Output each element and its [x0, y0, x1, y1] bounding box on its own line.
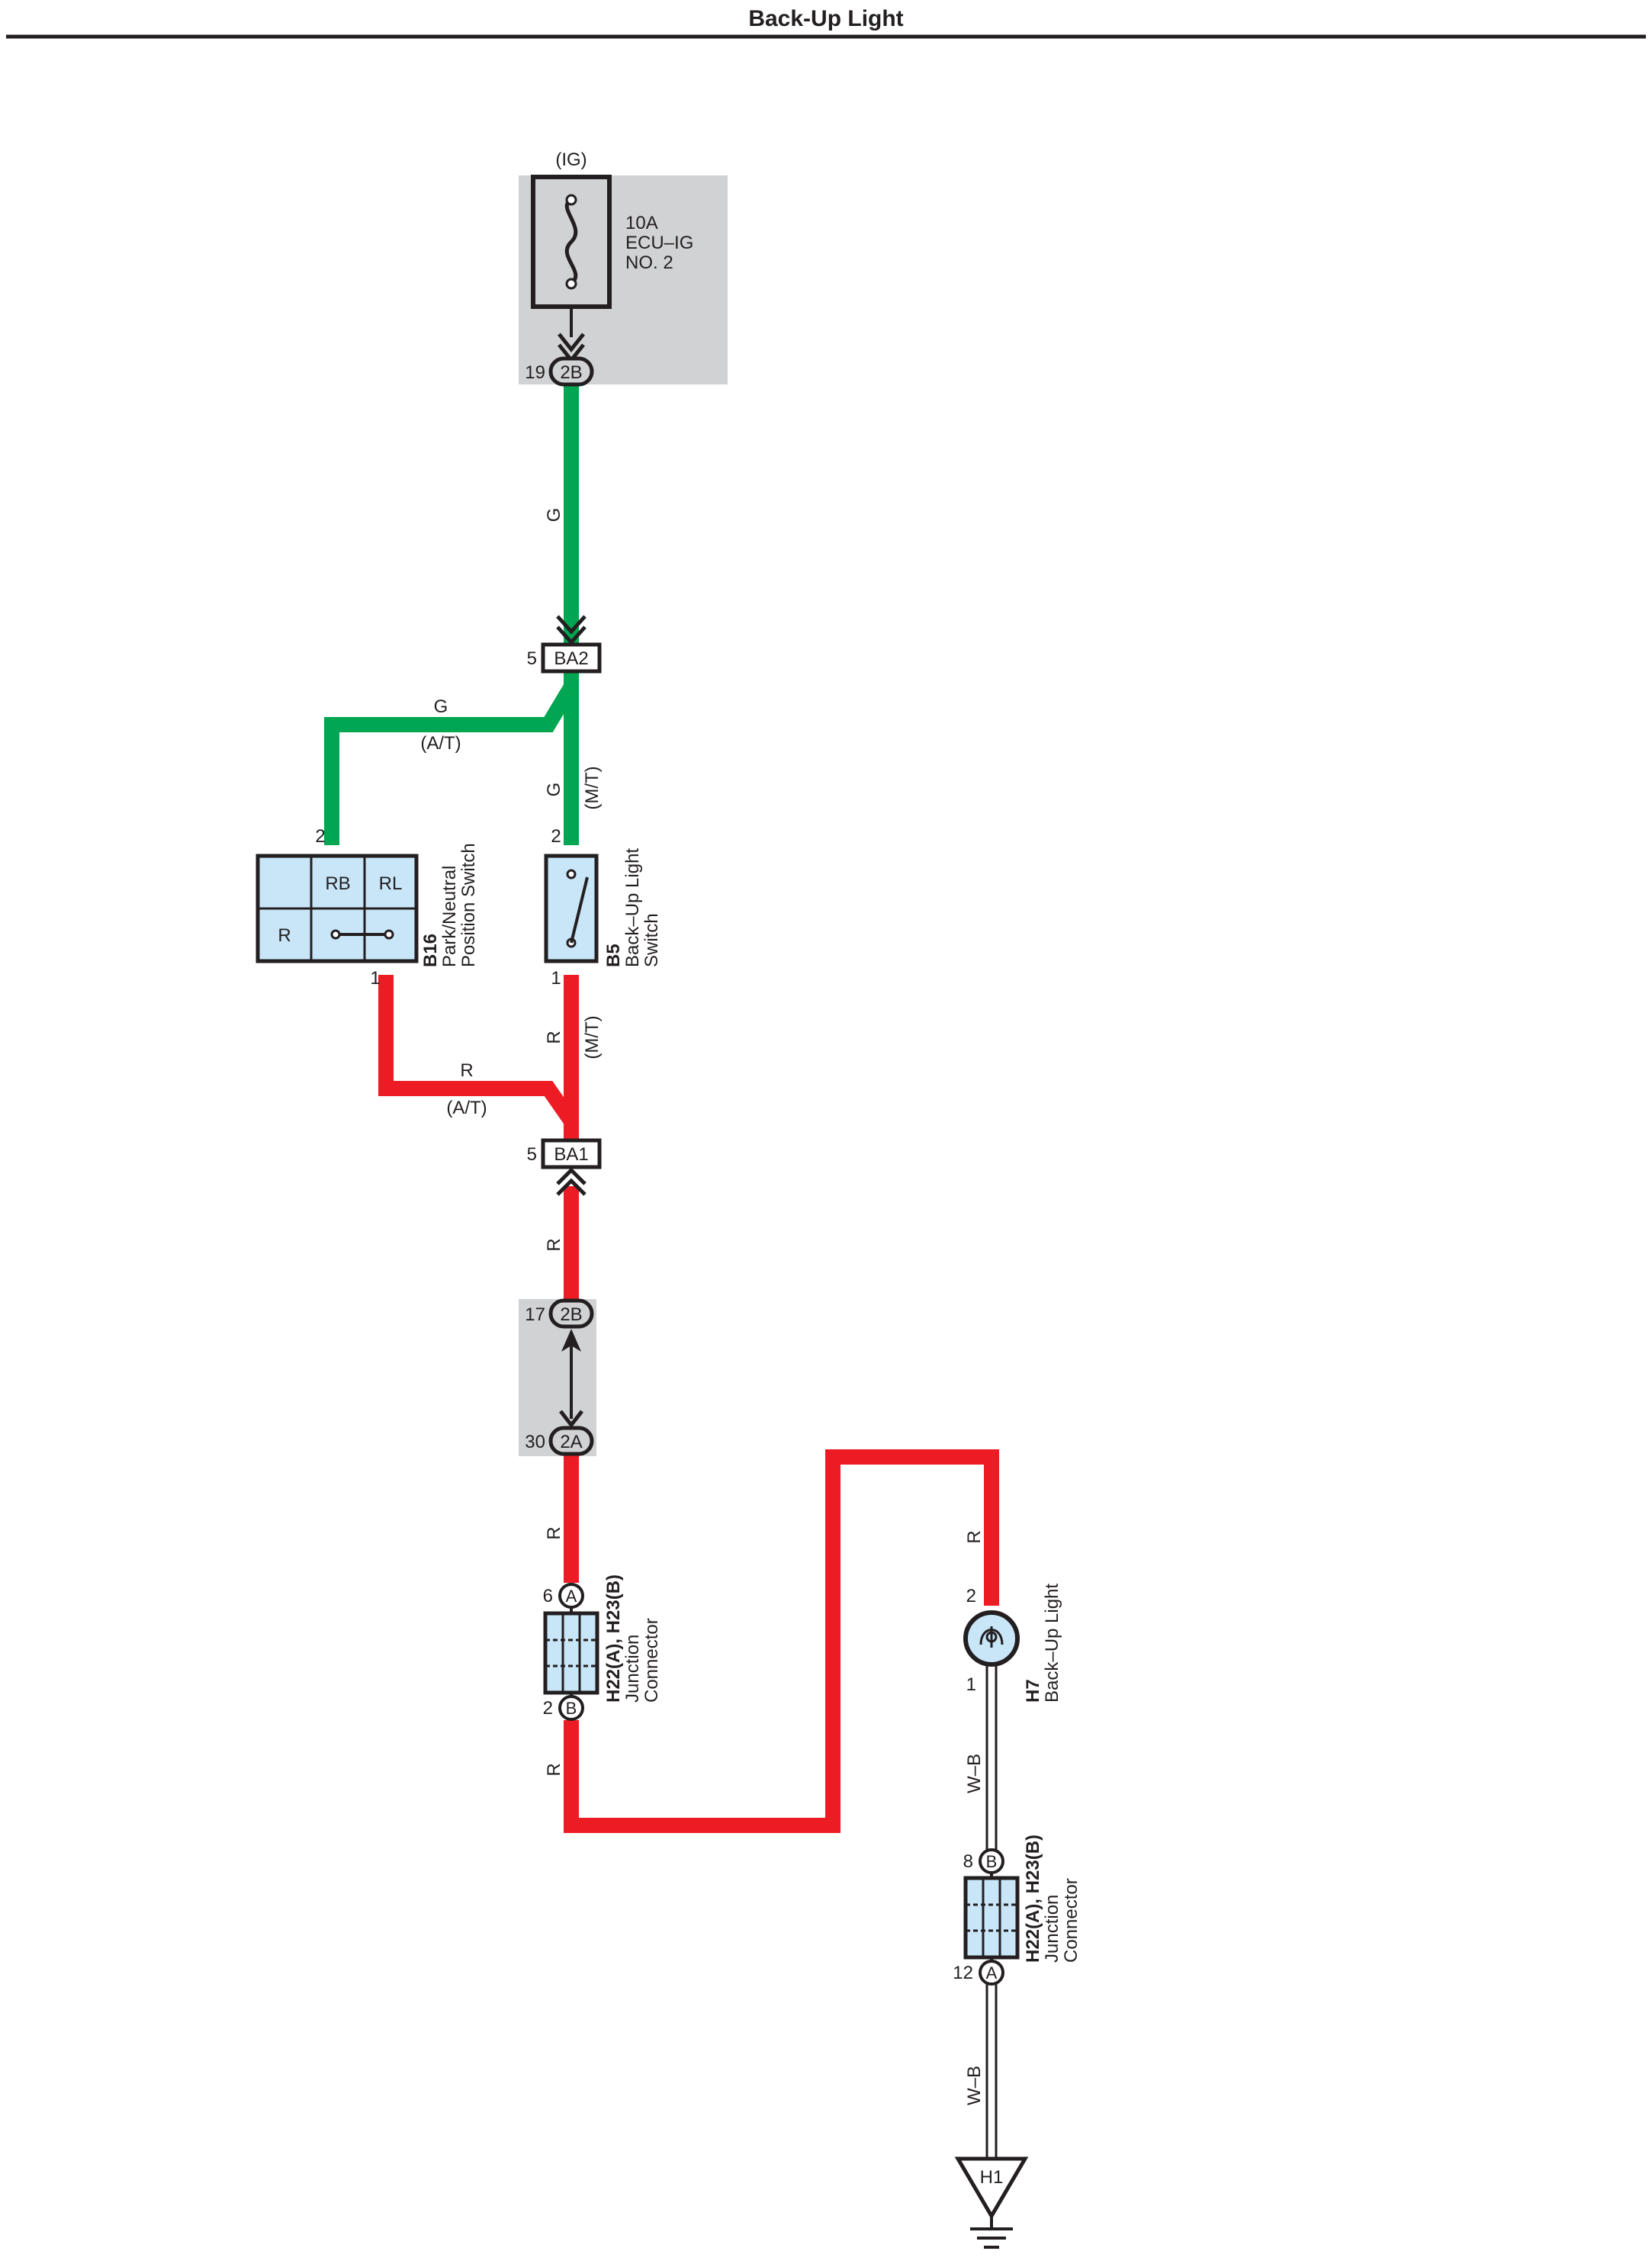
b16-pin-top: 2 — [315, 826, 325, 847]
junction1-top-pin: 6 — [543, 1586, 553, 1606]
fuse-element-icon — [564, 198, 578, 285]
junction1-bottom-letter: B — [566, 1699, 577, 1718]
b5-pin-top: 2 — [551, 826, 561, 847]
b16-name-line2: Position Switch — [458, 843, 479, 967]
ba2-label: BA2 — [554, 648, 588, 669]
wire-label-r-mt: R — [544, 1031, 564, 1044]
junction2-name-line1: Junction — [1042, 1895, 1062, 1963]
wire-label-at-bottom: (A/T) — [446, 1098, 487, 1118]
junction2-box — [963, 1876, 1020, 1960]
arrow-down-icon — [558, 333, 585, 353]
wire-label-g-at: G — [434, 696, 448, 717]
ba1-label: BA1 — [554, 1144, 588, 1165]
jb2-bottom-connector: 2A — [560, 1432, 582, 1452]
junction2-bottom-pin: 12 — [953, 1963, 973, 1983]
junction-connector-2: B 8 A 12 H22(A), H23(B) Junction Connect… — [953, 1835, 1082, 1986]
page-title: Back-Up Light — [748, 6, 903, 31]
connector-ba1: BA1 5 — [527, 1138, 602, 1196]
b5-id: B5 — [603, 944, 624, 967]
junction2-top-letter: B — [986, 1852, 998, 1871]
wire-label-g-main: G — [544, 508, 564, 523]
b5-name-line1: Back–Up Light — [622, 848, 643, 967]
junction1-id: H22(A), H23(B) — [603, 1574, 624, 1703]
ground-h1: H1 — [954, 2156, 1029, 2249]
b5-name-line2: Switch — [641, 913, 662, 967]
arrow-up-icon — [561, 1329, 581, 1352]
arrow-down-icon — [556, 615, 587, 635]
junction1-name-line1: Junction — [622, 1635, 643, 1703]
wire-label-r-jb2: R — [544, 1526, 564, 1539]
h7-pin-top: 2 — [966, 1586, 976, 1606]
wire-label-r-light: R — [964, 1530, 985, 1543]
wire-label-mt-bottom: (M/T) — [582, 1015, 603, 1059]
junction1-top-letter: A — [566, 1587, 577, 1606]
fuse-source-label: (IG) — [555, 150, 587, 170]
junction-block-2-connectors: 2B 17 2A 30 — [525, 1298, 594, 1456]
junction2-top-pin: 8 — [963, 1851, 973, 1872]
wire-red-group — [378, 975, 999, 1833]
ba2-pin: 5 — [527, 648, 537, 669]
junction1-bottom-pin: 2 — [543, 1698, 553, 1719]
fuse-out-pin: 19 — [525, 362, 545, 383]
h7-pin-bottom: 1 — [966, 1674, 976, 1695]
junction1-name-line2: Connector — [641, 1618, 662, 1703]
ba1-pin: 5 — [527, 1144, 537, 1165]
wire-label-mt-top: (M/T) — [582, 766, 603, 809]
arrow-down-icon — [559, 1410, 583, 1429]
jb2-top-connector: 2B — [560, 1304, 582, 1325]
fuse-name-line2: NO. 2 — [625, 252, 673, 273]
b16-cell-rb: RB — [325, 873, 350, 894]
junction-connector-1: A 6 B 2 H22(A), H23(B) Junction Connecto… — [543, 1574, 662, 1721]
fuse-junction-block — [519, 175, 728, 384]
ground-id: H1 — [980, 2167, 1004, 2188]
fuse-name-line1: ECU–IG — [625, 233, 693, 253]
wire-wb-group — [985, 1665, 998, 2159]
fuse-ecu-ig-no2: (IG) 10A ECU–IG NO. 2 2B 19 — [525, 150, 693, 387]
junction2-name-line2: Connector — [1061, 1878, 1082, 1963]
svg-text:2B: 2B — [560, 362, 582, 383]
junction2-id: H22(A), H23(B) — [1023, 1835, 1043, 1963]
wire-label-r-at: R — [460, 1060, 473, 1081]
b16-name-line1: Park/Neutral — [439, 866, 460, 967]
b16-cell-r: R — [278, 925, 291, 946]
wire-label-r-junction1: R — [544, 1763, 564, 1776]
b16-pin-bottom: 1 — [370, 968, 380, 989]
h7-name: Back–Up Light — [1042, 1584, 1062, 1703]
wire-label-wb-lower: W–B — [964, 2066, 985, 2105]
h7-backup-light: 2 1 H7 Back–Up Light — [963, 1584, 1062, 1703]
h7-id: H7 — [1023, 1679, 1043, 1703]
wire-green-group — [324, 385, 579, 845]
junction1-box — [543, 1611, 599, 1695]
b5-pin-bottom: 1 — [551, 968, 561, 989]
wire-r-at — [378, 975, 578, 1126]
junction2-bottom-letter: A — [986, 1963, 998, 1983]
wire-label-wb-upper: W–B — [964, 1754, 985, 1793]
b16-id: B16 — [420, 934, 441, 967]
b16-cell-rl: RL — [379, 873, 403, 894]
b5-contact-icon — [570, 876, 589, 944]
jb2-bottom-pin: 30 — [525, 1432, 545, 1452]
b16-park-neutral-switch: 2 RB RL R 1 B16 Park/Neutral Position Sw… — [256, 826, 479, 989]
ground-icon — [954, 2156, 1029, 2220]
jb2-top-pin: 17 — [525, 1304, 545, 1325]
b5-backup-light-switch: 2 1 B5 Back–Up Light Switch — [544, 826, 662, 989]
wire-label-at-top: (A/T) — [420, 733, 461, 754]
wire-r-junction-light — [564, 1449, 999, 1833]
connector-ba2: BA2 5 — [527, 615, 602, 674]
wire-g-at — [324, 682, 578, 845]
wire-label-g-mt: G — [544, 783, 564, 797]
wire-label-r-ba1: R — [544, 1238, 564, 1251]
arrow-up-icon — [556, 1167, 587, 1185]
fuse-out-connector — [548, 356, 594, 387]
fuse-rating: 10A — [625, 213, 658, 233]
